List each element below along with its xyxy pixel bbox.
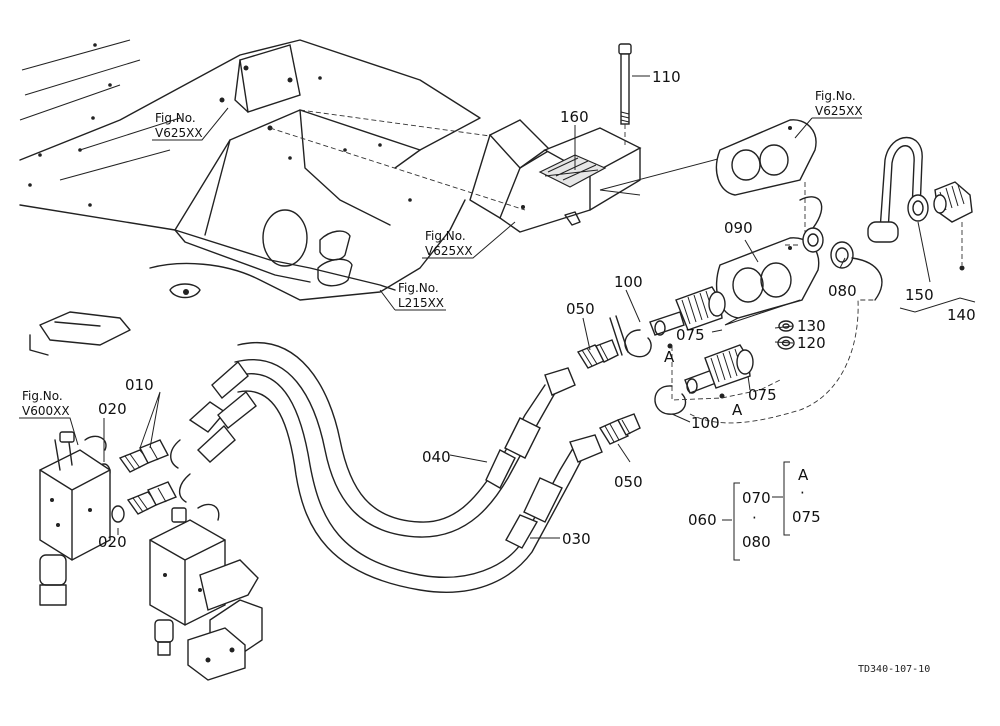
fig-ref-number: L215XX — [398, 296, 444, 310]
legend-075: 075 — [792, 508, 821, 526]
callout-150: 150 — [905, 286, 934, 304]
callout-040: 040 — [422, 448, 451, 466]
assembly-legend: 060 070 · 080 A · 075 — [688, 461, 821, 561]
callout-a-upper: A — [664, 348, 675, 366]
callout-075-upper: 075 — [676, 326, 705, 344]
callout-020-upper: 020 — [98, 400, 127, 418]
circlip-upper — [609, 315, 652, 358]
cap-chain — [799, 196, 883, 301]
fig-ref-number: V625XX — [815, 104, 863, 118]
leader-lines — [103, 75, 931, 539]
callout-100-lower: 100 — [691, 414, 720, 432]
bolt-110 — [618, 43, 632, 148]
shackle-150 — [867, 136, 929, 243]
coupler-bracket — [469, 119, 642, 233]
legend-060: 060 — [688, 511, 717, 529]
fig-ref-v600: Fig.No. V600XX — [19, 389, 79, 446]
quick-coupler-lower — [684, 344, 754, 399]
callout-020-lower: 020 — [98, 533, 127, 551]
fig-ref-number: V625XX — [155, 126, 203, 140]
fig-ref-l215: Fig.No. L215XX — [379, 281, 446, 311]
callout-a-lower: A — [732, 401, 743, 419]
fig-ref-label: Fig.No. — [398, 281, 439, 295]
fig-ref-number: V625XX — [425, 244, 473, 258]
fig-ref-v625-mid: Fig.No. V625XX — [422, 221, 516, 259]
legend-dot: · — [752, 509, 757, 527]
adapter-050-lower — [598, 413, 641, 445]
bracket-140 — [899, 297, 976, 313]
fig-ref-v625-top: Fig.No. V625XX — [794, 89, 863, 139]
callout-100-upper: 100 — [614, 273, 643, 291]
legend-a: A — [798, 466, 809, 484]
adapter-010-lower — [126, 481, 177, 515]
callout-130: 130 — [797, 317, 826, 335]
callout-050-upper: 050 — [566, 300, 595, 318]
legend-dot: · — [800, 484, 805, 502]
callout-075-lower: 075 — [748, 386, 777, 404]
callout-050-lower: 050 — [614, 473, 643, 491]
control-valve-upper — [39, 431, 111, 606]
drawing-code: TD340-107-10 — [858, 664, 930, 675]
callout-160: 160 — [560, 108, 589, 126]
callouts: 110 160 090 100 050 075 A 130 120 080 15… — [98, 68, 976, 551]
quick-coupler-upper — [649, 286, 726, 349]
mounting-plate — [219, 44, 301, 131]
coupler-140 — [933, 181, 973, 271]
callout-110: 110 — [652, 68, 681, 86]
callout-140: 140 — [947, 306, 976, 324]
hose-fittings-left — [170, 360, 257, 503]
legend-070: 070 — [742, 489, 771, 507]
fig-ref-number: V600XX — [22, 404, 70, 418]
legend-080: 080 — [742, 533, 771, 551]
adapter-050-upper — [576, 339, 619, 369]
o-ring-020-lower — [111, 505, 125, 523]
circlip-lower — [654, 385, 687, 415]
hose-030 — [237, 373, 603, 593]
callout-030: 030 — [562, 530, 591, 548]
callout-010: 010 — [125, 376, 154, 394]
callout-090: 090 — [724, 219, 753, 237]
fig-ref-v625-left: Fig.No. V625XX — [152, 107, 229, 141]
callout-120: 120 — [797, 334, 826, 352]
fig-ref-label: Fig.No. — [815, 89, 856, 103]
adapter-010-upper — [118, 439, 169, 473]
hose-040 — [234, 342, 576, 538]
fig-ref-label: Fig.No. — [425, 229, 466, 243]
fig-ref-label: Fig.No. — [155, 111, 196, 125]
holder-top — [715, 119, 817, 196]
tractor-frame — [19, 39, 481, 356]
callout-080: 080 — [828, 282, 857, 300]
holder-090 — [715, 237, 820, 319]
control-valve-lower — [149, 503, 263, 681]
fig-ref-label: Fig.No. — [22, 389, 63, 403]
